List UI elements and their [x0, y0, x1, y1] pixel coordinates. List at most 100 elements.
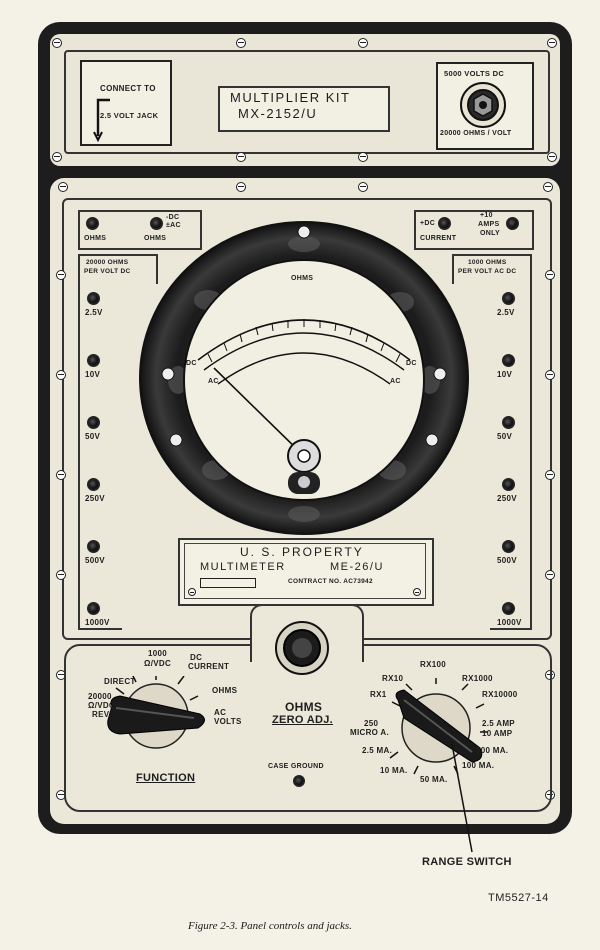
right-volt-jack-10v[interactable] — [502, 354, 515, 367]
function-switch-label: FUNCTION — [136, 772, 196, 784]
screw-icon — [56, 470, 66, 480]
function-pos-dc-current-2: CURRENT — [188, 662, 230, 671]
dc-current-jack[interactable] — [438, 217, 451, 230]
function-pos-ac-volts-2: VOLTS — [214, 717, 242, 726]
range-pos-rx10000: RX10000 — [482, 690, 518, 699]
meter-ohms-scale-label: OHMS — [291, 275, 314, 282]
connect-to-box — [80, 60, 172, 146]
ten-amps-jack[interactable] — [506, 217, 519, 230]
function-pos-rev: REV. — [92, 710, 112, 719]
function-pos-ohms: OHMS — [212, 686, 238, 695]
right-volt-jack-500v[interactable] — [502, 540, 515, 553]
left-volt-range-label: 10V — [85, 370, 101, 379]
screw-icon — [58, 182, 68, 192]
current-jack-strip — [414, 210, 534, 250]
dc-current-label: CURRENT — [420, 235, 457, 242]
range-switch-label: RANGE SWITCH — [422, 856, 512, 868]
screw-icon — [358, 152, 368, 162]
meter-dc-right-label: DC — [406, 360, 417, 367]
left-volt-jack-10v[interactable] — [87, 354, 100, 367]
nameplate — [178, 538, 434, 606]
connect-lead-icon — [93, 98, 110, 143]
dc-ac-polarity-label: -DC ±AC — [166, 214, 181, 229]
figure-id: TM5527-14 — [488, 892, 549, 904]
function-pos-direct: DIRECT — [104, 677, 136, 686]
multiplier-title: MULTIPLIER KIT — [230, 90, 351, 105]
left-volt-jack-2-5v[interactable] — [87, 292, 100, 305]
range-pos-10-ma: 10 MA. — [380, 766, 408, 775]
function-pos-20000: 20000 — [88, 692, 112, 701]
range-pos-50-ma: 50 MA. — [420, 775, 448, 784]
screw-icon — [56, 370, 66, 380]
left-volt-range-label: 250V — [85, 494, 105, 503]
high-voltage-jack-icon[interactable] — [458, 80, 508, 130]
right-column-subheader: PER VOLT AC DC — [458, 268, 517, 275]
screw-icon — [52, 152, 62, 162]
left-volt-range-label: 50V — [85, 432, 101, 441]
range-pos-rx100: RX100 — [420, 660, 446, 669]
range-pos-100-ma: 100 MA. — [462, 761, 495, 770]
right-volt-range-label: 250V — [497, 494, 517, 503]
left-volt-strip-top — [78, 254, 158, 284]
high-voltage-label: 5000 VOLTS DC — [444, 69, 505, 78]
right-volt-jack-1000v[interactable] — [502, 602, 515, 615]
range-pos-500-ma: 500 MA. — [476, 746, 509, 755]
connect-jack-label: 2.5 VOLT JACK — [100, 111, 159, 120]
screw-icon — [547, 152, 557, 162]
range-pos-250-micro: 250 — [364, 719, 379, 728]
ohms-jack[interactable] — [86, 217, 99, 230]
right-volt-range-label: 10V — [497, 370, 513, 379]
left-volt-jack-500v[interactable] — [87, 540, 100, 553]
nameplate-multimeter: MULTIMETER — [200, 561, 286, 573]
left-volt-jack-250v[interactable] — [87, 478, 100, 491]
meter-bezel — [139, 221, 469, 535]
left-volt-jack-1000v[interactable] — [87, 602, 100, 615]
right-volt-jack-250v[interactable] — [502, 478, 515, 491]
case-ground-jack[interactable] — [293, 775, 305, 787]
range-switch-leader-line — [451, 743, 473, 853]
figure-caption: Figure 2-3. Panel controls and jacks. — [188, 920, 352, 932]
screw-icon — [236, 38, 246, 48]
screw-icon — [52, 38, 62, 48]
ohms-zero-adj-knob[interactable] — [272, 618, 332, 678]
screw-icon — [358, 182, 368, 192]
left-volt-range-label: 2.5V — [85, 308, 103, 317]
ohms-dc-ac-jack[interactable] — [150, 217, 163, 230]
ten-amps-only-label: ONLY — [480, 230, 501, 237]
range-pos-rx10: RX10 — [382, 674, 404, 683]
ten-amps-plus-label: +10 — [480, 212, 493, 219]
dc-current-plus-label: +DC — [420, 220, 436, 227]
ohms-dc-ac-jack-label: OHMS — [144, 235, 167, 242]
screw-icon — [545, 570, 555, 580]
screw-icon — [236, 182, 246, 192]
right-volt-jack-2-5v[interactable] — [502, 292, 515, 305]
right-volt-jack-50v[interactable] — [502, 416, 515, 429]
right-volt-range-label: 2.5V — [497, 308, 515, 317]
ten-amps-label: AMPS — [478, 221, 500, 228]
screw-icon — [188, 588, 196, 596]
right-volt-strip-top — [452, 254, 532, 284]
multiplier-plate-inner — [64, 50, 550, 154]
case-ground-label: CASE GROUND — [268, 763, 324, 770]
left-volt-jack-50v[interactable] — [87, 416, 100, 429]
function-switch-knob[interactable] — [98, 676, 228, 766]
screw-icon — [236, 152, 246, 162]
meter-ac-left-label: AC — [208, 378, 219, 385]
range-pos-rx1000: RX1000 — [462, 674, 493, 683]
range-switch-knob[interactable] — [384, 678, 494, 778]
right-volt-range-label: 1000V — [497, 618, 522, 627]
range-pos-10-amp: 10 AMP — [482, 729, 513, 738]
left-column-subheader: PER VOLT DC — [84, 268, 131, 275]
multiplier-model: MX-2152/U — [238, 106, 318, 121]
ohms-zero-adj-label-2: ZERO ADJ. — [272, 714, 333, 726]
function-pos-1000: 1000 — [148, 649, 167, 658]
function-pos-dc-current: DC — [190, 653, 203, 662]
range-pos-2-5-amp: 2.5 AMP — [482, 719, 515, 728]
screw-icon — [56, 570, 66, 580]
ohms-jack-label: OHMS — [84, 235, 107, 242]
multiplier-title-box — [218, 86, 390, 132]
screw-icon — [358, 38, 368, 48]
right-volt-range-label: 50V — [497, 432, 513, 441]
screw-icon — [413, 588, 421, 596]
screw-icon — [543, 182, 553, 192]
